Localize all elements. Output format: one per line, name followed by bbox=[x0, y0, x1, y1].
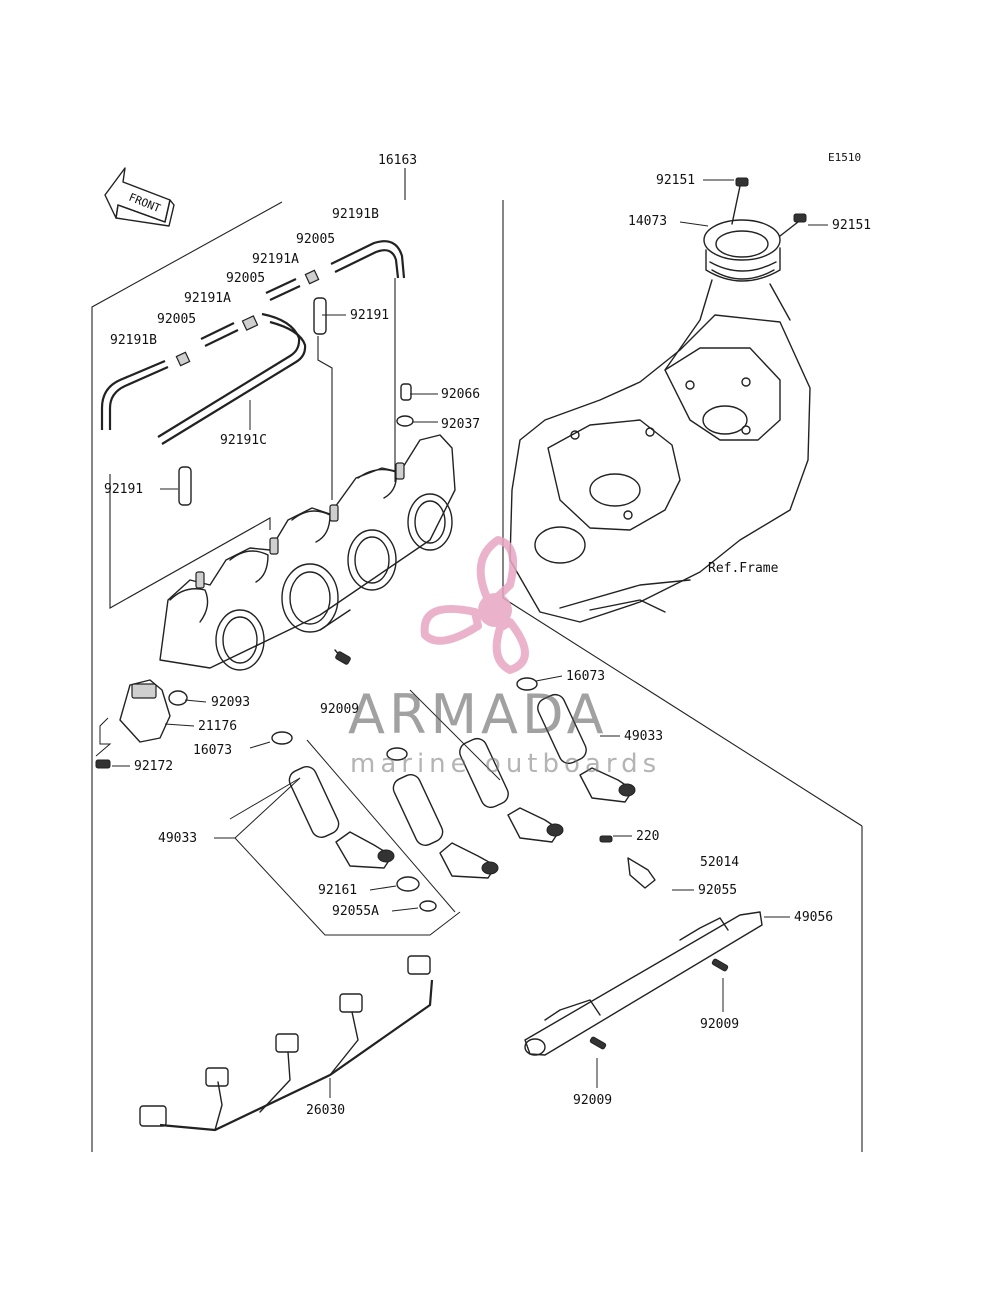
label-16073-right: 16073 bbox=[566, 669, 605, 684]
label-92066: 92066 bbox=[441, 387, 480, 402]
label-16163: 16163 bbox=[378, 153, 417, 168]
label-92191-upper: 92191 bbox=[350, 308, 389, 323]
frame-airbox bbox=[509, 314, 811, 623]
label-92055: 92055 bbox=[698, 883, 737, 898]
label-92161: 92161 bbox=[318, 883, 357, 898]
breather-hoses bbox=[100, 240, 414, 506]
diagram-code: E1510 bbox=[828, 151, 861, 164]
label-92191A-b: 92191A bbox=[184, 291, 231, 306]
propeller-logo-icon bbox=[420, 536, 529, 674]
front-arrow-icon: FRONT bbox=[104, 167, 175, 227]
label-92191A-a: 92191A bbox=[252, 252, 299, 267]
leader-lines bbox=[112, 179, 828, 1098]
label-92009-bottom: 92009 bbox=[573, 1093, 612, 1108]
label-92191B-left: 92191B bbox=[110, 333, 157, 348]
label-92151-a: 92151 bbox=[656, 173, 695, 188]
label-21176: 21176 bbox=[198, 719, 237, 734]
label-92172: 92172 bbox=[134, 759, 173, 774]
label-92005-b: 92005 bbox=[226, 271, 265, 286]
label-14073: 14073 bbox=[628, 214, 667, 229]
label-92037: 92037 bbox=[441, 417, 480, 432]
label-92005-c: 92005 bbox=[157, 312, 196, 327]
label-92009-right: 92009 bbox=[700, 1017, 739, 1032]
label-220: 220 bbox=[636, 829, 659, 844]
fuel-rail bbox=[524, 835, 763, 1056]
fuel-injectors-lower bbox=[271, 731, 499, 912]
label-92191-left: 92191 bbox=[104, 482, 143, 497]
fuel-injectors-upper bbox=[459, 677, 636, 843]
label-ref-frame: Ref.Frame bbox=[708, 561, 779, 576]
label-49056: 49056 bbox=[794, 910, 833, 925]
label-92093: 92093 bbox=[211, 695, 250, 710]
watermark-brand: ARMADA bbox=[348, 683, 608, 746]
label-92055A: 92055A bbox=[332, 904, 379, 919]
label-49033-left: 49033 bbox=[158, 831, 197, 846]
intake-duct bbox=[664, 177, 807, 371]
label-26030: 26030 bbox=[306, 1103, 345, 1118]
label-92191C: 92191C bbox=[220, 433, 267, 448]
armada-watermark: ARMADA marine outboards bbox=[348, 536, 661, 779]
label-49033-right: 49033 bbox=[624, 729, 663, 744]
part-labels: 16163 92191B 92005 92191A 92005 92191A 9… bbox=[104, 153, 871, 1118]
assembly-frame bbox=[91, 168, 863, 1152]
label-52014: 52014 bbox=[700, 855, 739, 870]
watermark-tagline: marine outboards bbox=[350, 749, 661, 779]
wiring-harness bbox=[139, 955, 434, 1132]
label-92005-a: 92005 bbox=[296, 232, 335, 247]
front-label: FRONT bbox=[127, 191, 163, 216]
throttle-position-sensor bbox=[95, 679, 188, 769]
throttle-body-assembly bbox=[159, 434, 456, 671]
label-92151-b: 92151 bbox=[832, 218, 871, 233]
label-92191B-top: 92191B bbox=[332, 207, 379, 222]
label-16073-left: 16073 bbox=[193, 743, 232, 758]
label-92009-top: 92009 bbox=[320, 702, 359, 717]
